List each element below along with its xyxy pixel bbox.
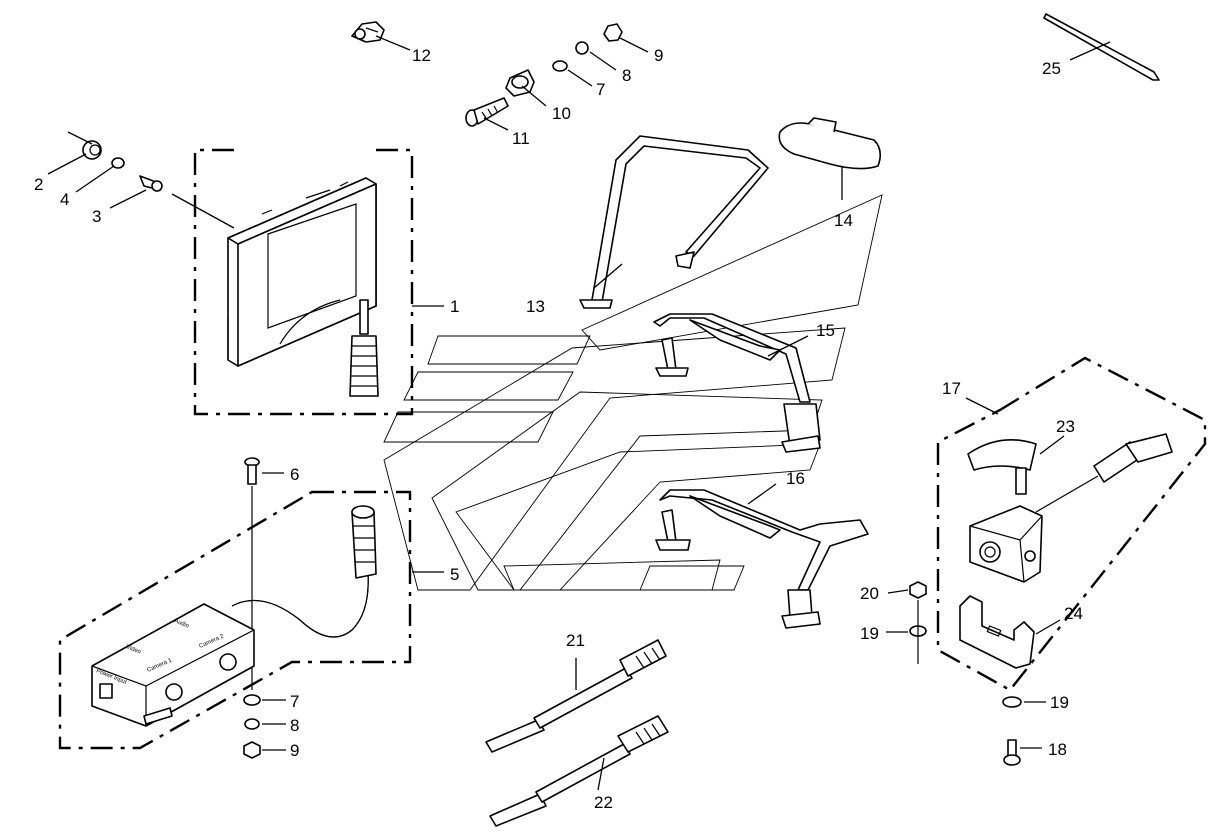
leader-lines bbox=[47, 35, 1111, 791]
callout-22: 22 bbox=[594, 793, 613, 812]
callout-19-bottom: 19 bbox=[1050, 693, 1069, 712]
part-13-handle-bar bbox=[579, 135, 769, 309]
part-17-camera bbox=[969, 433, 1173, 583]
callout-24: 24 bbox=[1064, 604, 1083, 623]
callout-12: 12 bbox=[412, 46, 431, 65]
callout-1: 1 bbox=[450, 297, 459, 316]
callout-9-top: 9 bbox=[654, 46, 663, 65]
callout-17: 17 bbox=[942, 379, 961, 398]
group-frame-17 bbox=[936, 356, 1207, 692]
part-24-bracket bbox=[959, 595, 1035, 669]
part-23-sunshield bbox=[967, 438, 1037, 495]
part-2-knob bbox=[82, 140, 102, 160]
callout-19-top: 19 bbox=[860, 624, 879, 643]
label-video: Video bbox=[125, 644, 142, 656]
part-15-rail bbox=[653, 313, 821, 453]
callout-11: 11 bbox=[512, 129, 530, 148]
callout-10: 10 bbox=[552, 104, 571, 123]
callout-8-bottom: 8 bbox=[290, 716, 299, 735]
callout-20: 20 bbox=[860, 584, 879, 603]
part-1-monitor bbox=[227, 177, 379, 397]
label-audio: Audio bbox=[173, 618, 190, 630]
callout-6: 6 bbox=[290, 465, 299, 484]
part-9-nut-top bbox=[603, 23, 623, 42]
callout-5: 5 bbox=[450, 565, 459, 584]
callout-7-top: 7 bbox=[596, 80, 605, 99]
callout-14: 14 bbox=[834, 211, 853, 230]
part-14-cover bbox=[778, 117, 882, 170]
part-11-screw bbox=[465, 97, 509, 127]
part-8-lockwasher-bottom bbox=[244, 718, 260, 730]
callout-16: 16 bbox=[786, 469, 805, 488]
part-9-nut-bottom bbox=[243, 741, 261, 759]
group-frame-5 bbox=[58, 490, 412, 750]
callout-8-top: 8 bbox=[622, 66, 631, 85]
part-7-washer-bottom bbox=[243, 694, 261, 706]
part-3-screw bbox=[139, 175, 163, 192]
callout-9-bottom: 9 bbox=[290, 741, 299, 760]
watermark-logo bbox=[383, 194, 883, 591]
callout-21: 21 bbox=[566, 631, 585, 650]
part-12-clip bbox=[351, 21, 385, 43]
callout-15: 15 bbox=[816, 321, 835, 340]
part-5-control-box: Power Input Camera 1 Camera 2 Video Audi… bbox=[91, 505, 377, 727]
callout-7-bottom: 7 bbox=[290, 692, 299, 711]
callout-4: 4 bbox=[60, 190, 69, 209]
part-19-washer-bottom bbox=[1002, 696, 1022, 708]
part-7-washer-top bbox=[552, 60, 568, 72]
group-frame-1 bbox=[193, 148, 414, 416]
part-4-washer bbox=[111, 157, 125, 169]
part-21-cable bbox=[485, 639, 667, 753]
part-20-nut bbox=[909, 581, 927, 599]
callout-23: 23 bbox=[1056, 417, 1075, 436]
callout-labels: 1 2 3 4 5 6 7 7 8 8 9 9 10 11 12 13 14 1… bbox=[34, 46, 1083, 812]
part-18-screw bbox=[1003, 739, 1021, 766]
part-16-rail bbox=[655, 489, 869, 629]
callout-25: 25 bbox=[1042, 59, 1061, 78]
part-8-lockwasher-top bbox=[575, 41, 589, 55]
callout-18: 18 bbox=[1048, 740, 1067, 759]
callout-2: 2 bbox=[34, 175, 43, 194]
callout-13: 13 bbox=[526, 297, 545, 316]
part-25-cable-tie bbox=[1043, 13, 1160, 81]
part-22-cable bbox=[489, 715, 669, 827]
callout-3: 3 bbox=[92, 207, 101, 226]
